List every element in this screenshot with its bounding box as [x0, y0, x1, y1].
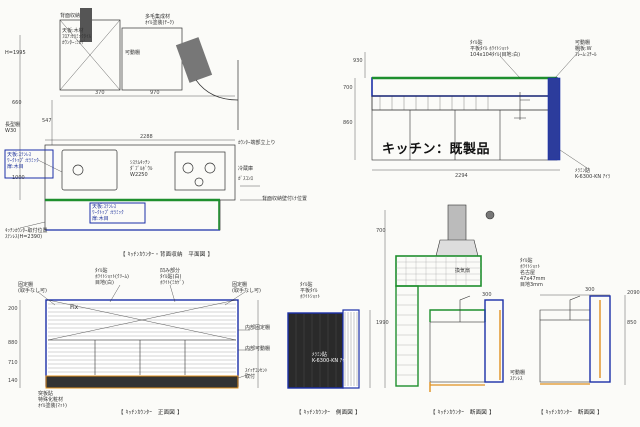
front-label-1: 固定棚 (取手なし可) — [18, 282, 47, 294]
section-b-dim-3: 2090 — [627, 290, 640, 296]
front-counter-body — [45, 299, 239, 387]
plan-counter-note: 天板:ｽﾃﾝﾚｽ ﾜｰｸﾄｯﾌﾟ:ｾﾗﾐｯｸ 扉:木目 — [7, 152, 39, 170]
front-label-2: ﾀｲﾙ貼 ﾎﾜｲﾄｼｮｯﾄ(ｸﾘｰﾑ) 目地(白) — [95, 268, 129, 286]
plan-dim-1: 370 — [95, 90, 105, 96]
section-a-dim-2: 1990 — [376, 320, 389, 326]
front-label-5: 内部固定棚 — [245, 325, 271, 331]
elev-backsplash — [371, 95, 558, 111]
plan-right-note2: 冷蔵庫 — [238, 166, 254, 172]
section-b-dim-1: 300 — [585, 287, 595, 293]
side-elev — [287, 309, 371, 389]
side-caption: 【 ｷｯﾁﾝｶｳﾝﾀｰ 側面図 】 — [296, 410, 361, 416]
plan-bottom-left-note: ｷｯﾁﾝｶｳﾝﾀｰ取付位置 ｽﾃﾝﾚｽ(H=2390) — [5, 228, 48, 240]
elev-right — [354, 49, 591, 171]
plan-view — [19, 8, 268, 231]
plan-front-counter — [44, 199, 221, 231]
section-b — [539, 294, 626, 385]
plan-callout-box-center — [89, 202, 146, 224]
section-b-caption: 【 ｷｯﾁﾝｶｳﾝﾀｰ 断面図 】 — [538, 410, 603, 416]
elev-dim-h3: 930 — [353, 58, 363, 64]
front-label-3: 凹み部分 ﾀｲﾙ貼(白) ﾎﾜｲﾄ(ﾐｶｹﾞ) — [160, 268, 184, 286]
plan-back-storage-note: 天板:木材 ﾌﾛｱ:ｾﾗﾐｯｸﾀｲﾙ ｶｳﾝﾀｰ:ﾐｶｹﾞ — [62, 28, 92, 46]
front-dim-3: 710 — [8, 360, 18, 366]
plan-side-storage — [121, 27, 183, 91]
plan-cooktop — [174, 151, 226, 191]
elev-dim-h1: 700 — [343, 85, 353, 91]
front-caption: 【 ｷｯﾁﾝｶｳﾝﾀｰ 正面図 】 — [118, 410, 183, 416]
section-a-shelf-note: 可動棚 ｽﾃﾝﾚｽ — [510, 370, 526, 382]
plan-dim-5: 660 — [12, 100, 22, 106]
plan-sink — [61, 149, 118, 191]
plan-side-note: 多毛集成材 ｵｲﾙ塗装(ﾁｰｸ) — [145, 14, 174, 26]
front-dim-1: 200 — [8, 306, 18, 312]
front-dim-2: 880 — [8, 340, 18, 346]
section-a-tile-note: ﾀｲﾙ貼 ﾎﾜｲﾄｼｮｯﾄ 名古屋 47x47mm 目地3mm — [520, 258, 546, 288]
front-label-4: 固定棚 (取手なし可) — [232, 282, 261, 294]
front-label-7: ｽｲｯﾁｺﾝｾﾝﾄ 取付 — [245, 368, 268, 380]
plan-right-note3: ｶﾞｽｺﾝﾛ — [238, 176, 254, 182]
front-label-8: 突板貼 特殊化粧材 ｵｲﾙ塗装(ﾏｯﾄ) — [38, 391, 67, 409]
section-a-caption: 【 ｷｯﾁﾝｶｳﾝﾀｰ 断面図 】 — [430, 410, 495, 416]
plan-height-note: H=1995 — [5, 50, 26, 56]
plan-front-note: 天板:ｽﾃﾝﾚｽ ﾜｰｸﾄｯﾌﾟ:ｾﾗﾐｯｸ 扉:木目 — [92, 204, 124, 222]
elev-dim-width: 2294 — [455, 173, 468, 179]
plan-dim-6: 1000 — [12, 175, 25, 181]
plan-sink-note: ｼｽﾃﾑｷｯﾁﾝ ﾀﾞﾌﾞﾙﾎﾞｳﾙ W2250 — [130, 160, 153, 178]
section-a — [384, 204, 504, 392]
plan-kadotana-note: 長型棚 W30 — [5, 122, 21, 134]
elev-dim-h2: 860 — [343, 120, 353, 126]
plan-right-note1: ｶｳﾝﾀｰ端部立上り — [238, 140, 276, 146]
side-panel — [287, 312, 344, 389]
front-fix-label: Fix — [70, 304, 79, 311]
plan-right-note4: 背面収納壁付け位置 — [262, 196, 308, 202]
plan-open-shelf: 可動棚 — [125, 50, 141, 56]
plan-dim-3: 2288 — [140, 134, 153, 140]
plan-dim-4: 547 — [42, 118, 52, 124]
section-a-hood-label: 換気扇 — [455, 268, 471, 274]
front-dim-4: 140 — [8, 378, 18, 384]
front-elev — [19, 284, 259, 389]
plan-back-storage-label: 背面収納 — [60, 13, 81, 19]
side-panel-note: ﾒﾗﾐﾝ貼 K-6300-KN ｱｲﾗ — [312, 352, 348, 364]
section-a-dim-1: 700 — [376, 228, 386, 234]
section-a-dim-3: 300 — [482, 292, 492, 298]
elev-bottom-note: ﾒﾗﾐﾝ貼 K-6300-KN ｱｲﾗ — [575, 168, 611, 180]
elev-tile-note: ﾀｲﾙ貼 平板ﾀｲﾙ ﾎﾜｲﾄｼｮｯﾄ 104x104ﾀｲﾙ(目地:白) — [470, 40, 521, 58]
section-b-dim-2: 850 — [627, 320, 637, 326]
elev-kitchen-readymade-label: キッチン：既製品 — [382, 142, 491, 157]
elev-shelf-note: 可動棚 棚板:W ﾌﾚｰﾑ:ｽﾁｰﾙ — [575, 40, 597, 58]
plan-caption: 【 ｷｯﾁﾝｶｳﾝﾀｰ・背面収納 平面図 】 — [120, 252, 214, 258]
front-label-6: 内部可動棚 — [245, 346, 271, 352]
plan-callout-box-left — [4, 149, 54, 179]
side-top-note: ﾀｲﾙ貼 平板ﾀｲﾙ ﾎﾜｲﾄｼｮｯﾄ — [300, 282, 321, 300]
plan-dim-2: 970 — [150, 90, 160, 96]
